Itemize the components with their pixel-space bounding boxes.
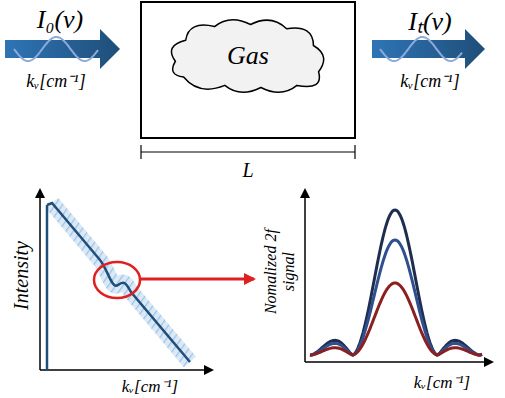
axis-title: Intensity bbox=[10, 241, 33, 310]
dimension-line bbox=[141, 151, 355, 152]
intensity-symbol: I₀(v) bbox=[37, 5, 84, 35]
x-axis bbox=[305, 361, 492, 363]
signal-curve bbox=[310, 210, 482, 355]
signal-curve bbox=[310, 283, 482, 355]
node-label: Gas bbox=[163, 14, 333, 98]
axis-title: Nomalized 2f signal bbox=[262, 224, 297, 320]
beam-arrow bbox=[5, 29, 120, 69]
signal-curve bbox=[310, 240, 482, 355]
gas-cell bbox=[141, 2, 355, 138]
y-axis bbox=[39, 190, 41, 370]
length-label: L bbox=[242, 159, 253, 182]
dimension-tick bbox=[354, 145, 355, 159]
y-axis bbox=[304, 190, 306, 362]
light-wave bbox=[380, 37, 462, 61]
wavenumber-unit: kᵥ[cm⁻¹] bbox=[400, 68, 459, 92]
absorption-circle bbox=[94, 262, 140, 298]
intensity-rise bbox=[46, 205, 49, 370]
axis-title: kᵥ[cm⁻¹] bbox=[414, 370, 470, 393]
dimension-tick bbox=[140, 145, 141, 159]
light-wave bbox=[14, 37, 98, 61]
intensity-curve bbox=[47, 203, 190, 362]
intensity-symbol: Iₜ(v) bbox=[408, 2, 452, 38]
wavenumber-unit: kᵥ[cm⁻¹] bbox=[26, 68, 85, 92]
axis-title: kᵥ[cm⁻¹] bbox=[122, 374, 178, 397]
x-axis bbox=[40, 369, 212, 371]
gas-cloud: Gas bbox=[163, 14, 333, 98]
zoom-arrow bbox=[141, 278, 254, 281]
